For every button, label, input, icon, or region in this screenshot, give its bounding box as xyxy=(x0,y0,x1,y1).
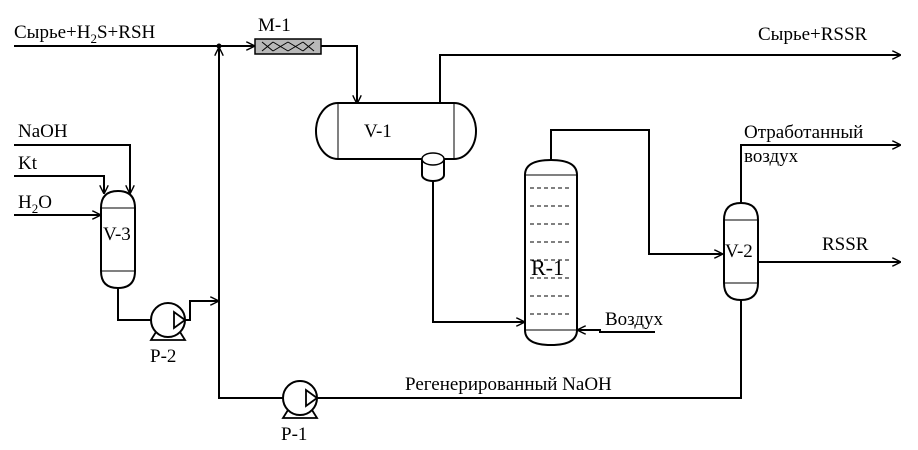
mix-tank-v3 xyxy=(100,189,136,290)
pump-p2 xyxy=(149,302,187,341)
separator-v1 xyxy=(315,102,477,182)
water-label: H2O xyxy=(18,192,52,216)
pump-p1-label: P-1 xyxy=(281,424,307,445)
air-label: Воздух xyxy=(605,309,664,330)
regen-naoh-label: Регенерированный NaOH xyxy=(405,374,612,395)
regen-naoh-line xyxy=(318,300,742,399)
mix-tank-label: V-3 xyxy=(103,224,131,245)
reactor-to-v2-line xyxy=(550,129,722,254)
reactor-r1 xyxy=(524,158,578,347)
settler-v2 xyxy=(723,201,759,302)
p2-discharge-line xyxy=(185,301,218,321)
feed-label: Сырье+H2S+RSH xyxy=(14,22,156,46)
spent-air-label-1: Отработанный xyxy=(744,122,863,143)
mixer-label: M-1 xyxy=(258,15,291,36)
kt-line xyxy=(14,175,104,193)
product-line xyxy=(439,55,900,103)
boot-to-reactor-line xyxy=(432,181,524,322)
rssr-label: RSSR xyxy=(822,234,869,255)
spent-air-line xyxy=(740,145,900,203)
reactor-label: R-1 xyxy=(531,255,564,280)
v3-to-p2-line xyxy=(117,288,151,321)
pump-p2-label: P-2 xyxy=(150,346,176,367)
separator-label: V-1 xyxy=(364,121,392,142)
air-line xyxy=(578,330,655,332)
recycle-line xyxy=(219,48,283,399)
mixer-to-v1-line xyxy=(321,45,357,103)
naoh-line xyxy=(14,144,130,193)
pump-p1 xyxy=(281,380,319,419)
kt-label: Kt xyxy=(18,153,38,174)
product-label: Сырье+RSSR xyxy=(758,24,868,45)
naoh-label: NaOH xyxy=(18,121,68,142)
spent-air-label-2: воздух xyxy=(744,146,799,167)
feed-junction xyxy=(216,43,222,49)
mixer-m1 xyxy=(254,38,322,55)
settler-label: V-2 xyxy=(725,241,753,262)
